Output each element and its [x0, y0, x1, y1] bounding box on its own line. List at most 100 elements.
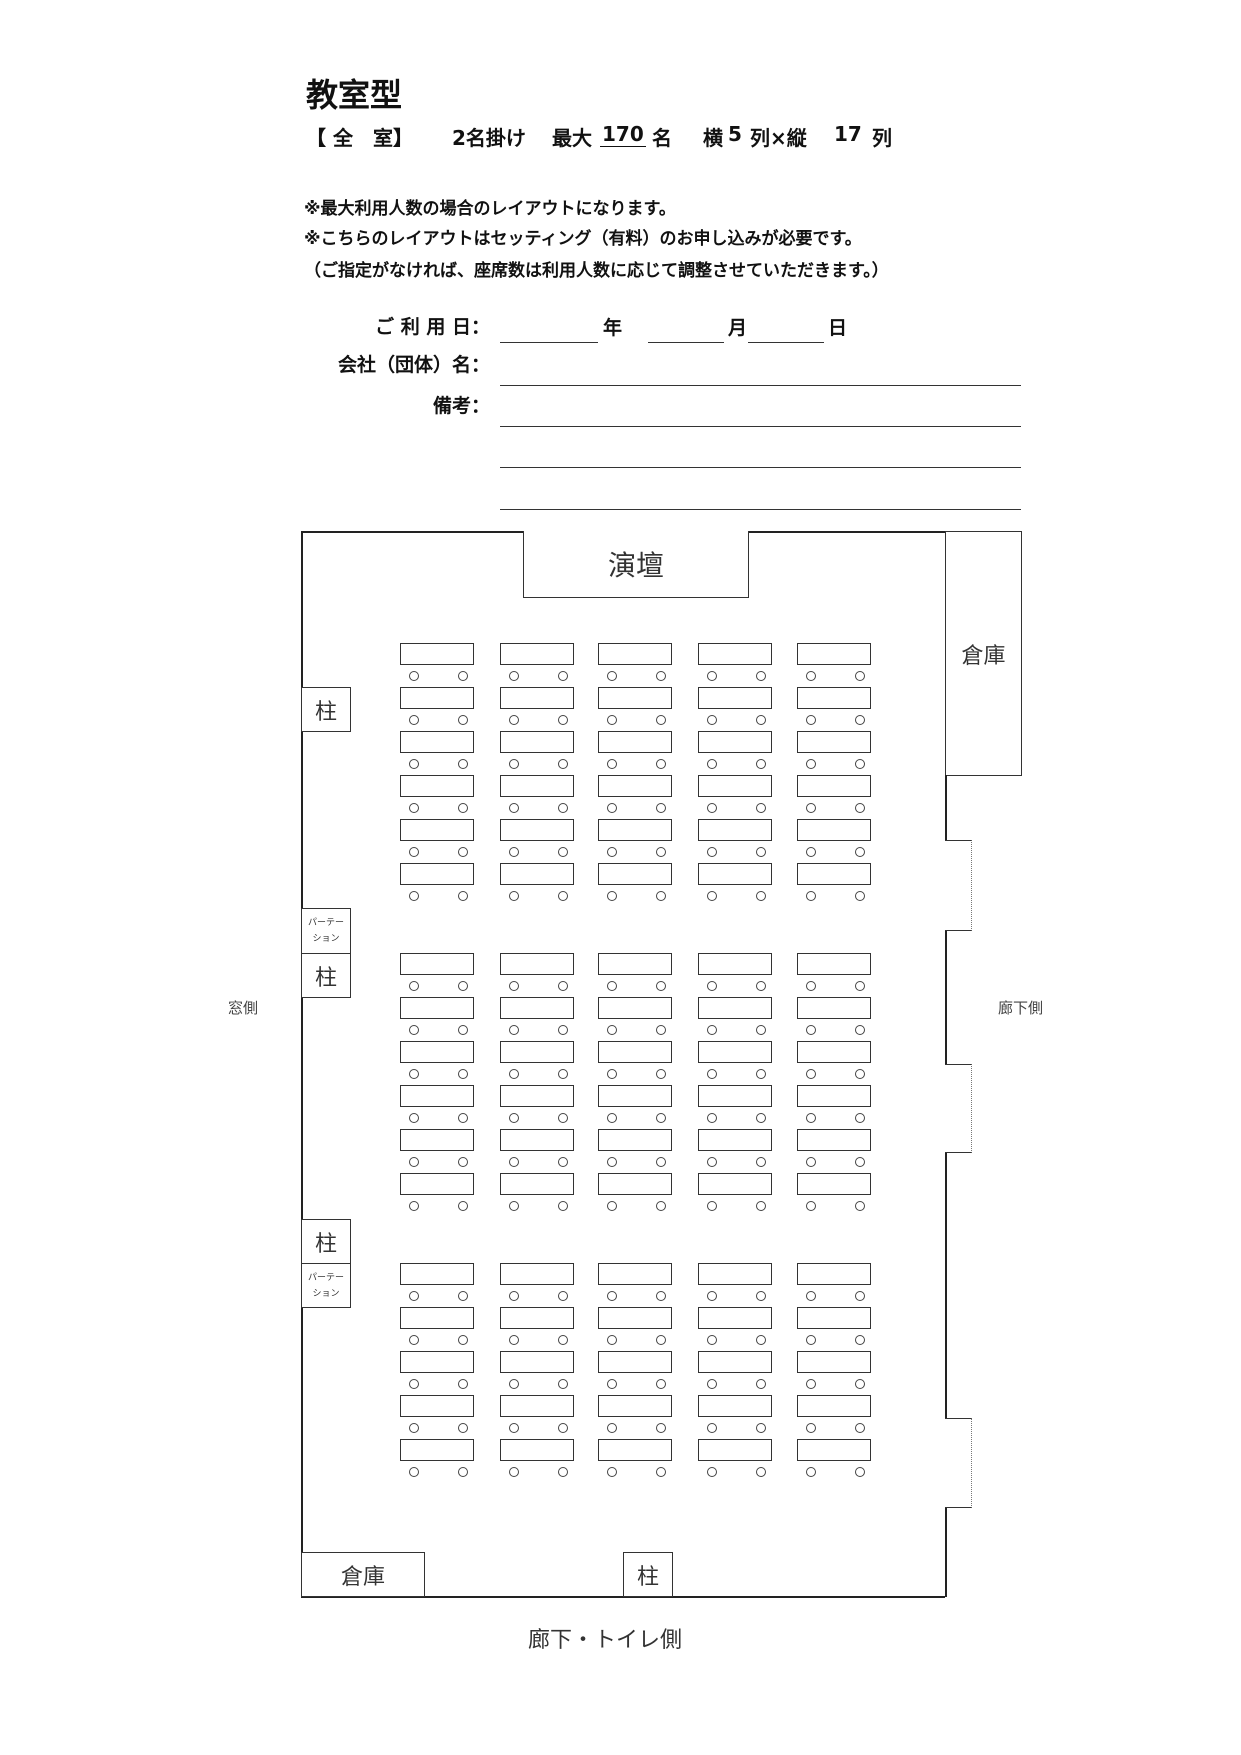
desk: [797, 1439, 871, 1461]
remarks-field-3[interactable]: [500, 509, 1021, 510]
chair: [409, 891, 419, 901]
chair: [558, 1335, 568, 1345]
chair: [806, 1069, 816, 1079]
day-field[interactable]: [748, 342, 824, 343]
company-field[interactable]: [500, 385, 1021, 386]
chair: [607, 847, 617, 857]
desk: [400, 1085, 474, 1107]
rows-value: 17: [834, 122, 862, 146]
chair: [558, 1423, 568, 1433]
chair: [707, 1423, 717, 1433]
chair: [806, 1025, 816, 1035]
chair: [756, 1467, 766, 1477]
partition: パーテーション: [301, 908, 351, 954]
chair: [656, 1201, 666, 1211]
storage-right-label: 倉庫: [961, 643, 1006, 669]
chair: [806, 1467, 816, 1477]
remarks-field-2[interactable]: [500, 467, 1021, 468]
remarks-field-1[interactable]: [500, 426, 1021, 427]
chair: [509, 1025, 519, 1035]
note-2: ※こちらのレイアウトはセッティング（有料）のお申し込みが必要です。: [304, 229, 862, 249]
wall-right: [945, 1153, 947, 1418]
chair: [458, 1379, 468, 1389]
chair: [756, 1113, 766, 1123]
year-field[interactable]: [500, 342, 598, 343]
bottom-side-label: 廊下・トイレ側: [528, 1628, 683, 1653]
desk: [698, 953, 772, 975]
desk: [500, 819, 574, 841]
chair: [558, 1157, 568, 1167]
podium: 演壇: [523, 531, 749, 598]
chair: [458, 981, 468, 991]
chair: [509, 891, 519, 901]
chair: [607, 1379, 617, 1389]
chair: [509, 671, 519, 681]
chair: [806, 1423, 816, 1433]
desk: [400, 687, 474, 709]
chair: [656, 1379, 666, 1389]
chair: [409, 1157, 419, 1167]
chair: [855, 891, 865, 901]
month-field[interactable]: [648, 342, 724, 343]
chair: [409, 1379, 419, 1389]
chair: [855, 1113, 865, 1123]
desk: [400, 643, 474, 665]
chair: [458, 1113, 468, 1123]
chair: [756, 1069, 766, 1079]
rows-unit: 列: [872, 126, 892, 150]
desk: [500, 1307, 574, 1329]
room-label: 【 全 室】: [306, 126, 413, 150]
chair: [558, 1069, 568, 1079]
chair: [458, 1291, 468, 1301]
chair: [756, 847, 766, 857]
chair: [409, 1069, 419, 1079]
seating-type: 2名掛け: [452, 126, 526, 150]
chair: [855, 671, 865, 681]
wall-right: [945, 931, 947, 1064]
chair: [806, 715, 816, 725]
day-unit: 日: [828, 317, 848, 339]
desk: [598, 1263, 672, 1285]
chair: [806, 1157, 816, 1167]
chair: [509, 759, 519, 769]
chair: [806, 759, 816, 769]
desk: [797, 953, 871, 975]
chair: [558, 981, 568, 991]
podium-label: 演壇: [607, 549, 664, 582]
desk: [500, 1173, 574, 1195]
chair: [756, 891, 766, 901]
chair: [707, 847, 717, 857]
chair: [558, 671, 568, 681]
desk: [500, 731, 574, 753]
chair: [806, 803, 816, 813]
chair: [656, 1113, 666, 1123]
chair: [855, 759, 865, 769]
desk: [598, 643, 672, 665]
desk: [797, 1085, 871, 1107]
chair: [806, 847, 816, 857]
chair: [607, 1113, 617, 1123]
chair: [409, 715, 419, 725]
desk: [598, 1351, 672, 1373]
chair: [558, 759, 568, 769]
desk: [698, 1129, 772, 1151]
note-1: ※最大利用人数の場合のレイアウトになります。: [304, 199, 676, 219]
chair: [607, 1025, 617, 1035]
chair: [707, 1157, 717, 1167]
chair: [756, 1335, 766, 1345]
chair: [409, 1423, 419, 1433]
chair: [855, 847, 865, 857]
chair: [607, 1423, 617, 1433]
chair: [509, 715, 519, 725]
chair: [458, 1467, 468, 1477]
chair: [558, 891, 568, 901]
desk: [400, 731, 474, 753]
chair: [607, 1467, 617, 1477]
chair: [656, 1025, 666, 1035]
chair: [707, 1291, 717, 1301]
chair: [409, 759, 419, 769]
chair: [855, 1201, 865, 1211]
cols-value: 5: [728, 122, 742, 146]
desk: [797, 1351, 871, 1373]
desk: [598, 819, 672, 841]
